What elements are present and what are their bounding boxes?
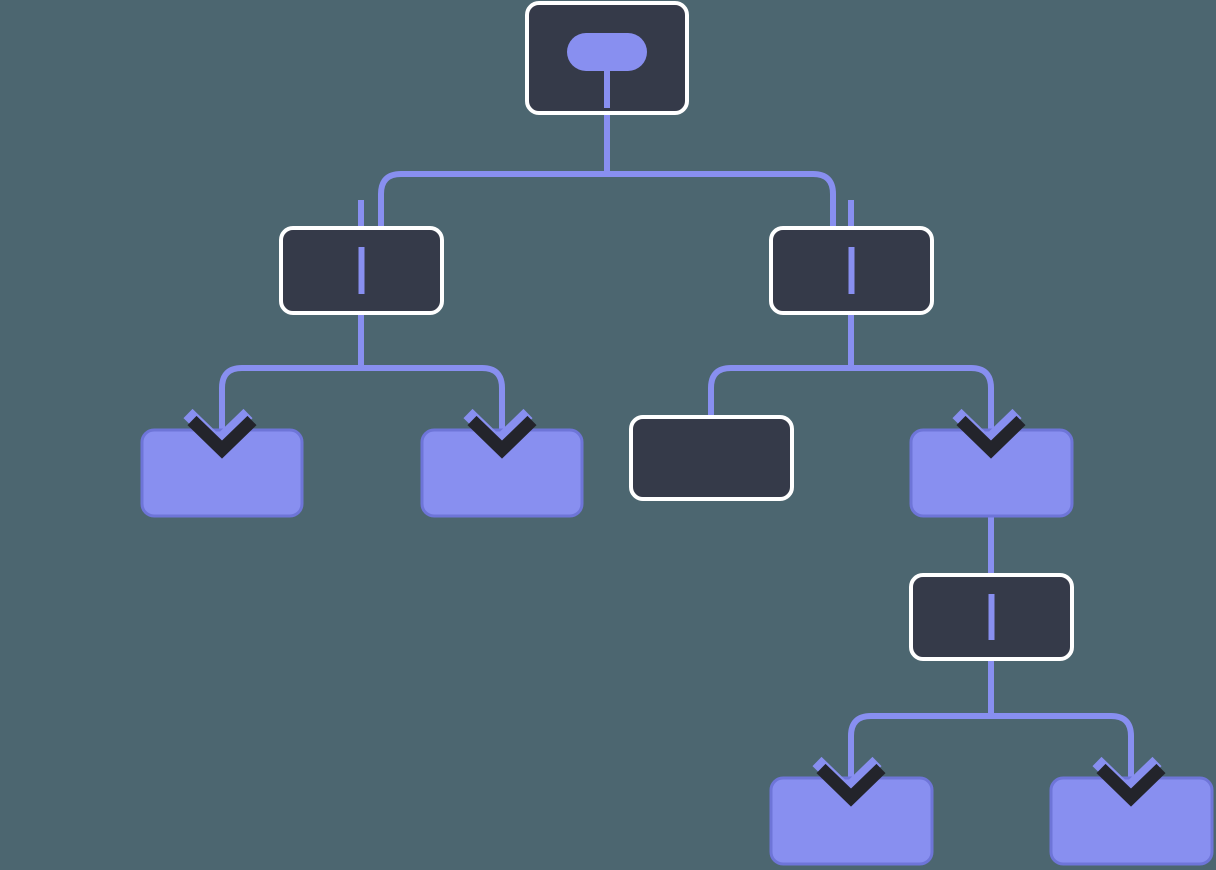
arrowhead-layer: [183, 408, 1166, 807]
connector-right-branch-bar: [708, 365, 994, 430]
arrowhead-leaf-4: [956, 415, 1026, 459]
root-node-pill-marker: [567, 33, 647, 71]
connector-left-branch-bar: [219, 365, 505, 430]
leaf-node-3-dark[interactable]: [629, 415, 794, 501]
node-marker-layer: [358, 33, 995, 640]
arrowhead-leaf-6: [1096, 763, 1166, 807]
node-layer: [140, 1, 1214, 866]
connector-bottom-branch-bar: [848, 713, 1134, 778]
connector-root-branch-bar: [378, 171, 836, 270]
arrowhead-leaf-1: [187, 415, 257, 459]
arrowhead-leaf-2: [467, 415, 537, 459]
arrowhead-leaf-5: [816, 763, 886, 807]
